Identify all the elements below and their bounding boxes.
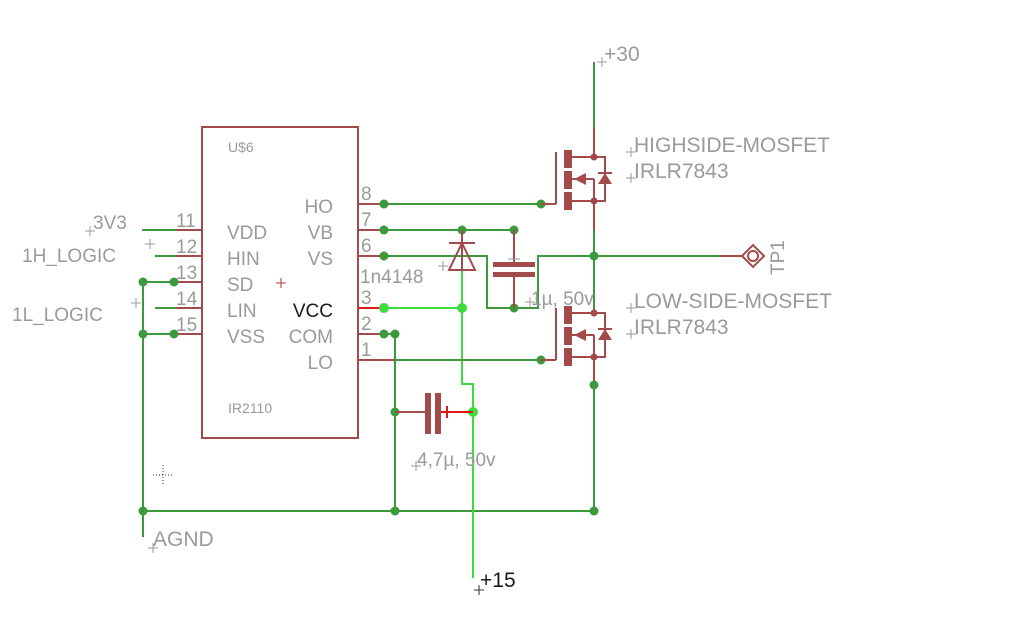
capacitor-vcc[interactable]: 4,7µ, 50v xyxy=(395,393,496,471)
pin-vs-label: VS xyxy=(308,249,333,270)
junction xyxy=(390,329,400,339)
pin-11-number: 11 xyxy=(176,211,196,232)
net-label-3v3: 3V3 xyxy=(93,213,127,234)
testpoint-tp1[interactable]: TP1 xyxy=(720,240,789,275)
net-label-15v: +15 xyxy=(480,569,516,592)
pin-6-number: 6 xyxy=(361,236,372,257)
pin-15-number: 15 xyxy=(176,315,197,336)
diode-1n4148[interactable]: 1n4148 xyxy=(360,230,477,288)
junction xyxy=(390,506,400,516)
mosfet-lowside-name: LOW-SIDE-MOSFET xyxy=(634,290,832,313)
pin-12-number: 12 xyxy=(176,237,197,258)
junction xyxy=(589,380,599,390)
junction xyxy=(169,329,179,339)
net-1h-logic[interactable]: 1H_LOGIC xyxy=(22,239,176,267)
ic-name: U$6 xyxy=(228,139,254,155)
junction xyxy=(169,277,179,287)
mosfet-highside[interactable]: HIGHSIDE-MOSFET IRLR7843 xyxy=(541,62,830,230)
net-vb[interactable] xyxy=(379,225,519,235)
junction xyxy=(379,329,389,339)
pin-vcc-label: VCC xyxy=(293,301,333,322)
pin-3-number: 3 xyxy=(361,288,372,309)
net-vcc-15v[interactable]: +15 xyxy=(379,256,516,595)
pin-hin-label: HIN xyxy=(227,249,260,270)
junction xyxy=(589,506,599,516)
mosfet-highside-value: IRLR7843 xyxy=(634,160,729,183)
net-label-1l-logic: 1L_LOGIC xyxy=(12,305,103,326)
cap-bootstrap-value: 1µ, 50v xyxy=(531,289,594,310)
pin-14-number: 14 xyxy=(176,289,198,310)
junction xyxy=(379,225,389,235)
net-label-agnd: AGND xyxy=(153,528,214,551)
net-lo[interactable] xyxy=(384,355,546,365)
net-30v[interactable]: +30 xyxy=(597,43,640,67)
mosfet-highside-name: HIGHSIDE-MOSFET xyxy=(634,134,830,157)
diode-triangle xyxy=(447,240,477,271)
pin-vb-label: VB xyxy=(308,223,333,244)
net-agnd[interactable]: AGND xyxy=(138,277,599,554)
pin-7-number: 7 xyxy=(361,210,372,231)
pin-1-number: 1 xyxy=(361,340,372,361)
cap-plate-right xyxy=(435,393,441,434)
testpoint-label: TP1 xyxy=(768,240,789,275)
ic-value: IR2110 xyxy=(228,400,272,416)
mosfet-lowside-value: IRLR7843 xyxy=(634,316,729,339)
cap-plate-left xyxy=(425,393,431,434)
cap-plate-top xyxy=(493,262,535,267)
net-label-30v: +30 xyxy=(604,43,640,66)
testpoint-circle xyxy=(747,250,759,262)
junction xyxy=(379,303,389,313)
net-1l-logic[interactable]: 1L_LOGIC xyxy=(12,298,176,326)
pin-vss-label: VSS xyxy=(227,327,265,348)
testpoint-diamond xyxy=(740,243,766,269)
junction xyxy=(589,251,599,261)
pin-lin-label: LIN xyxy=(227,301,257,322)
pin-sd-label: SD xyxy=(227,275,253,296)
cap-plate-bottom xyxy=(493,272,535,277)
pin-2-number: 2 xyxy=(361,314,372,335)
pin-com-label: COM xyxy=(289,327,333,348)
capacitor-bootstrap[interactable]: 1µ, 50v xyxy=(493,230,594,310)
ic-origin-marker xyxy=(276,278,286,288)
pin-8-number: 8 xyxy=(361,184,372,205)
junction xyxy=(138,329,148,339)
pin-lo-label: LO xyxy=(308,353,333,374)
pin-ho-label: HO xyxy=(305,197,334,218)
pin-13-number: 13 xyxy=(176,263,197,284)
cap-vcc-value: 4,7µ, 50v xyxy=(417,450,496,471)
net-ho[interactable] xyxy=(379,199,546,209)
junction xyxy=(138,277,148,287)
junction xyxy=(379,251,389,261)
junction xyxy=(457,303,467,313)
cursor-crosshair-icon xyxy=(153,465,173,485)
mosfet-lowside[interactable]: LOW-SIDE-MOSFET IRLR7843 xyxy=(541,290,832,390)
pin-vdd-label: VDD xyxy=(227,223,267,244)
net-label-1h-logic: 1H_LOGIC xyxy=(22,246,116,267)
ic-ir2110[interactable]: U$6 IR2110 11 12 13 14 15 VDD HIN SD LIN… xyxy=(176,126,384,439)
net-3v3[interactable]: 3V3 xyxy=(85,213,176,236)
diode-value-label: 1n4148 xyxy=(360,267,423,288)
junction xyxy=(379,199,389,209)
junction xyxy=(138,506,148,516)
